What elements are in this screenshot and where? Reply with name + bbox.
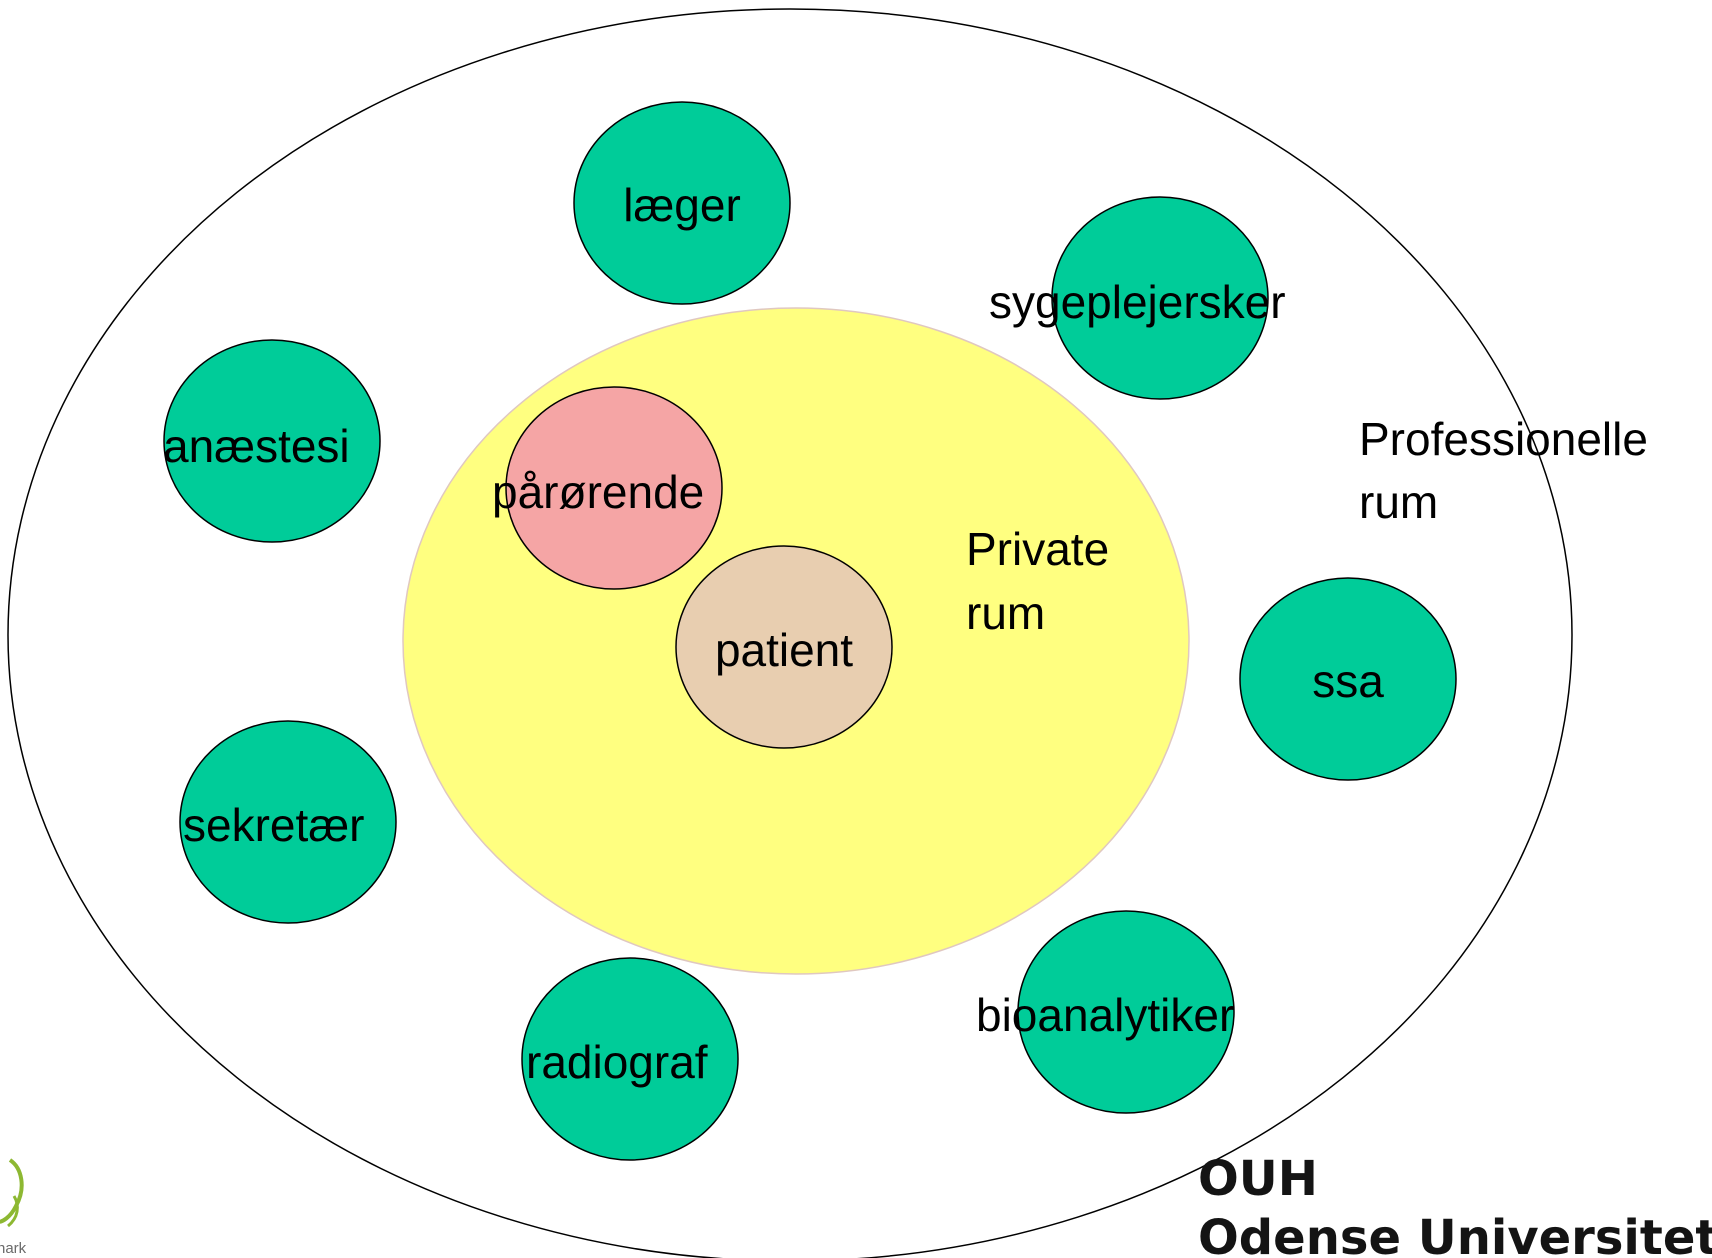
role-circle-bioanalytiker	[1017, 910, 1235, 1114]
left-logo-text: nark	[0, 1240, 27, 1257]
label-private-line2: rum	[966, 587, 1045, 639]
logo-ouh: OUH	[1198, 1151, 1318, 1207]
label-laeger: læger	[623, 179, 741, 231]
label-professional-line1: Professionelle	[1359, 413, 1648, 465]
role-circle-radiograf	[521, 957, 739, 1161]
label-patient: patient	[715, 624, 853, 676]
role-circle-ssa	[1239, 577, 1457, 781]
role-circle-sygeplejersker	[1051, 196, 1269, 400]
label-sygeplejersker: sygeplejersker	[989, 276, 1286, 328]
label-professional-line2: rum	[1359, 476, 1438, 528]
label-ssa: ssa	[1312, 655, 1384, 707]
label-bioanalytiker: bioanalytiker	[976, 989, 1234, 1041]
label-anaestesi: anæstesi	[163, 420, 350, 472]
logo-hospital-name: Odense Universitetshospi	[1198, 1210, 1712, 1258]
label-radiograf: radiograf	[526, 1036, 708, 1088]
label-sekretaer: sekretær	[183, 799, 364, 851]
role-circle-anaestesi	[163, 339, 381, 543]
label-private-line1: Private	[966, 523, 1109, 575]
patient-circle	[675, 545, 893, 749]
leaf-icon	[0, 1158, 24, 1228]
label-relatives: pårørende	[492, 466, 704, 518]
relatives-circle	[505, 386, 723, 590]
role-circle-laeger	[573, 101, 791, 305]
role-circle-sekretaer	[179, 720, 397, 924]
